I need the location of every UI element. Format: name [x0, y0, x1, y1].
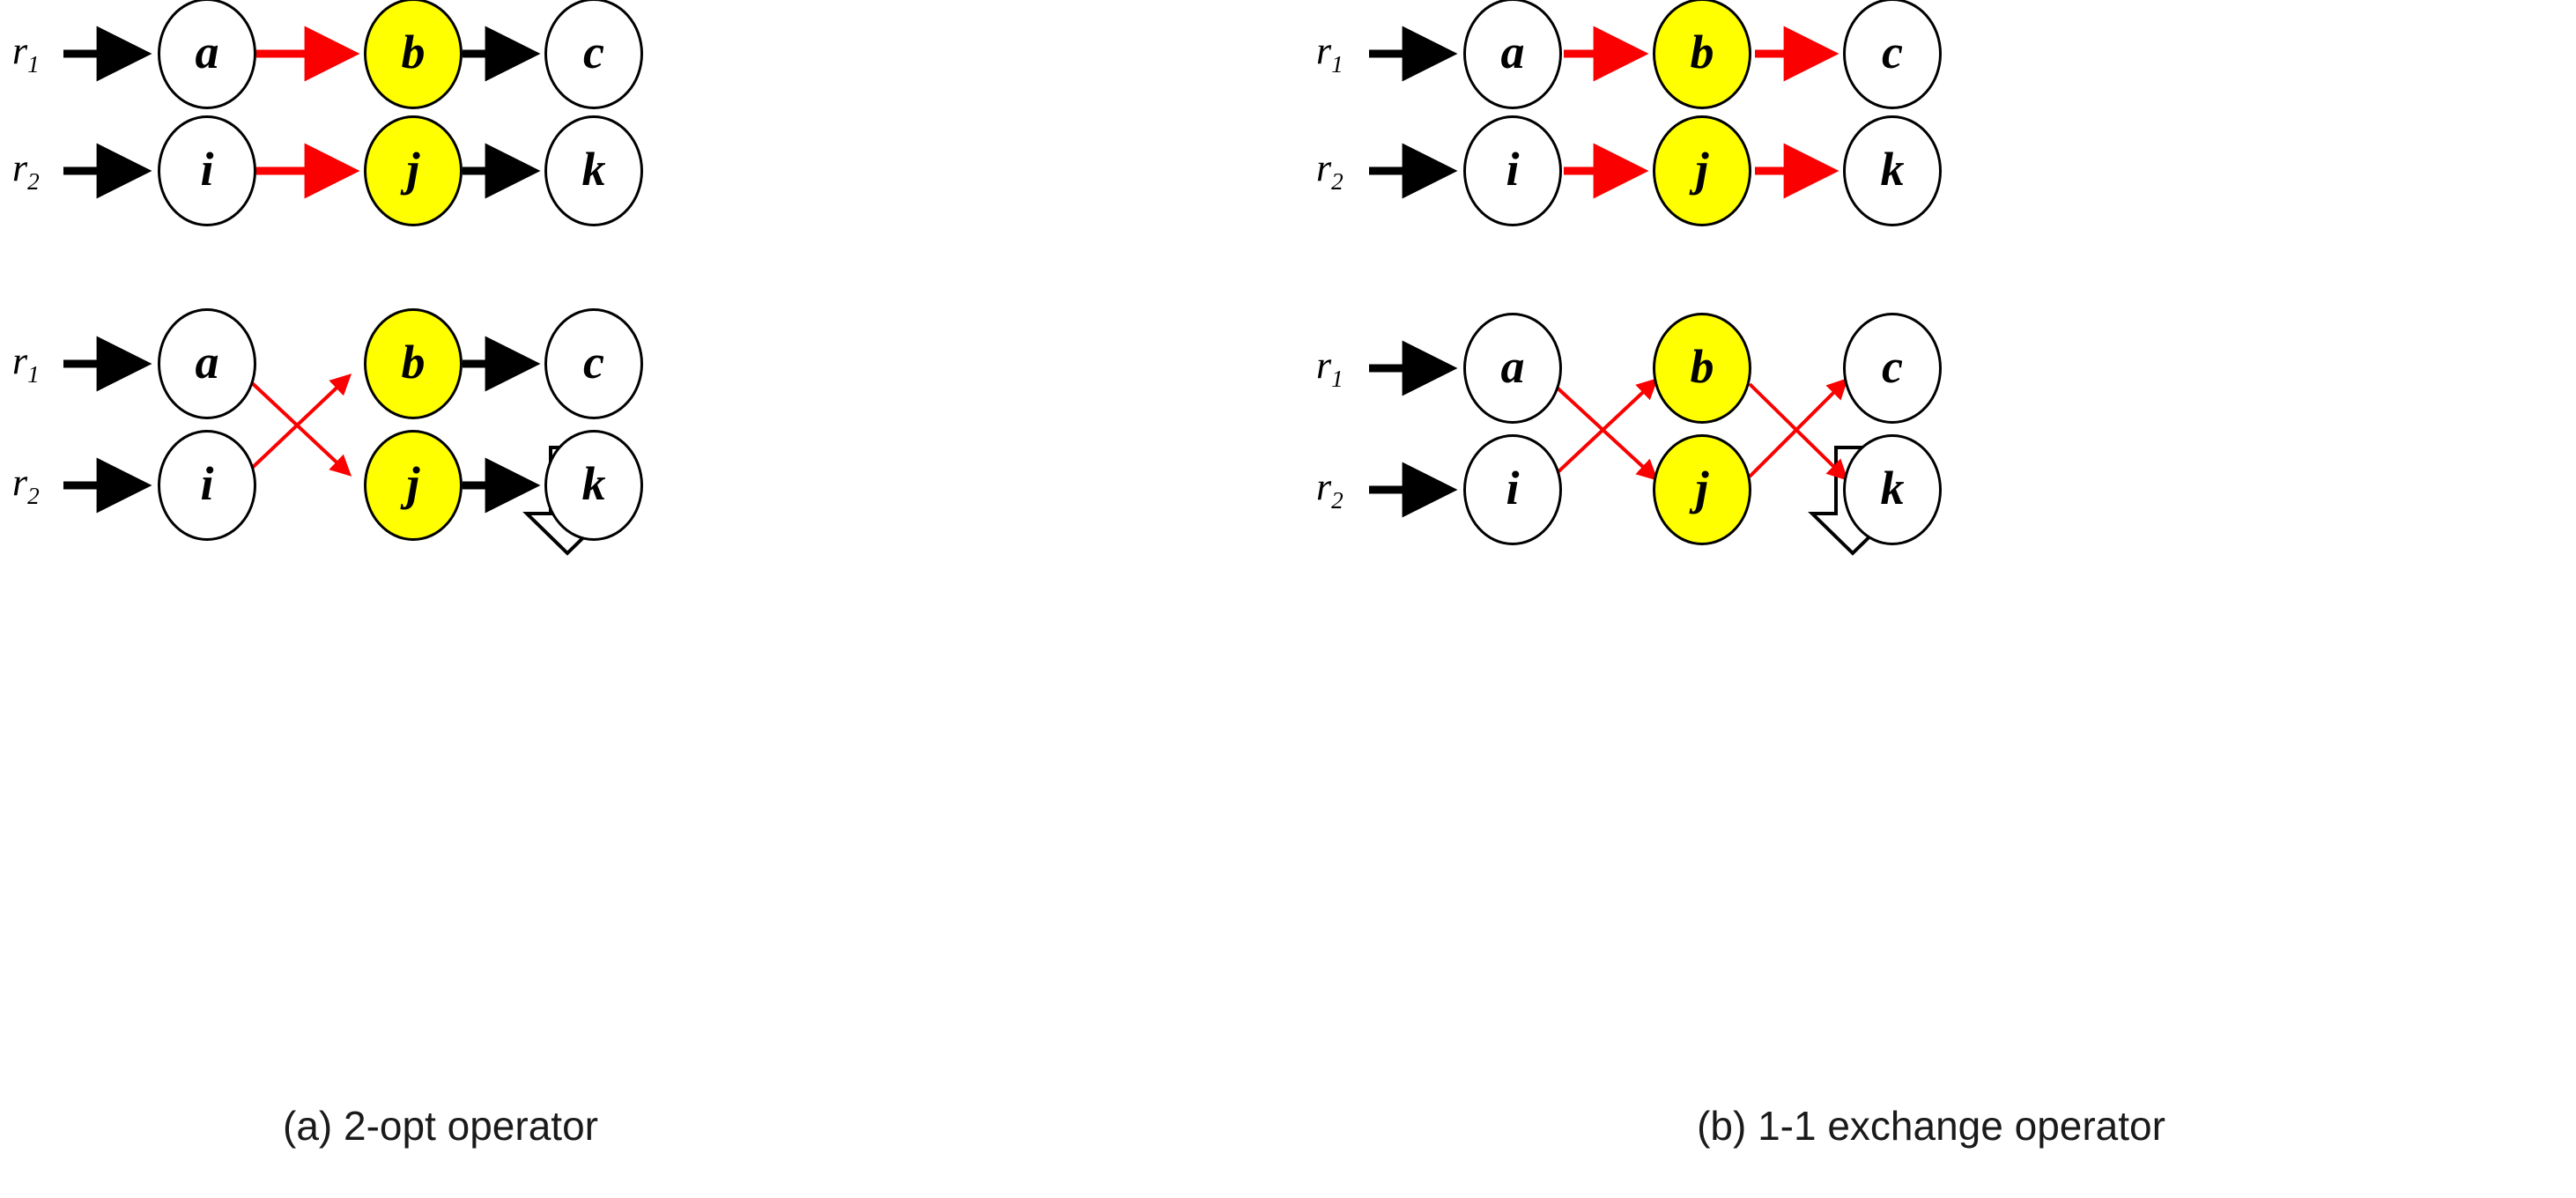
node-b-before[interactable]: b: [1653, 0, 1751, 109]
node-label: c: [583, 336, 604, 388]
node-i-before[interactable]: i: [1463, 115, 1562, 226]
node-label: b: [401, 336, 426, 388]
route-label-sub: 2: [27, 167, 40, 195]
node-j-after[interactable]: j: [364, 430, 463, 541]
route-label-sub: 2: [27, 482, 40, 509]
node-i-before[interactable]: i: [158, 115, 256, 226]
node-a-before[interactable]: a: [158, 0, 256, 109]
node-j-before[interactable]: j: [364, 115, 463, 226]
node-j-after[interactable]: j: [1653, 434, 1751, 545]
route-label-text: r: [1316, 29, 1332, 72]
route-label-r2-before: r2: [1316, 149, 1344, 194]
route-label-sub: 1: [27, 360, 40, 388]
node-a-after[interactable]: a: [1463, 313, 1562, 424]
node-label: a: [195, 336, 219, 388]
node-label: a: [1500, 26, 1525, 78]
node-j-before[interactable]: j: [1653, 115, 1751, 226]
route-label-sub: 2: [1331, 167, 1344, 195]
route-label-r2-before: r2: [12, 149, 40, 194]
node-b-after[interactable]: b: [364, 308, 463, 419]
route-label-sub: 1: [27, 50, 40, 78]
node-label: j: [406, 457, 420, 510]
route-label-r2-after: r2: [1316, 468, 1344, 513]
node-label: k: [1880, 462, 1905, 514]
route-label-text: r: [12, 339, 28, 382]
route-label-r1-before: r1: [12, 32, 40, 77]
route-label-sub: 1: [1331, 50, 1344, 78]
panel-2opt-operator: r1 r2 a b c i j k r1 r2: [12, 0, 643, 1149]
node-label: a: [195, 26, 219, 78]
node-c-after[interactable]: c: [544, 308, 643, 419]
node-label: c: [1882, 26, 1903, 78]
panel-caption-b: (b) 1-1 exchange operator: [1697, 1103, 2165, 1149]
node-label: c: [583, 26, 604, 78]
route-label-r1-before: r1: [1316, 32, 1344, 77]
node-c-before[interactable]: c: [544, 0, 643, 109]
node-k-after[interactable]: k: [1843, 434, 1942, 545]
node-a-after[interactable]: a: [158, 308, 256, 419]
node-a-before[interactable]: a: [1463, 0, 1562, 109]
node-c-after[interactable]: c: [1843, 313, 1942, 424]
node-label: b: [1690, 26, 1714, 78]
route-label-sub: 1: [1331, 365, 1344, 392]
route-label-text: r: [12, 146, 28, 189]
route-label-r2-after: r2: [12, 463, 40, 508]
node-label: b: [401, 26, 426, 78]
node-i-after[interactable]: i: [158, 430, 256, 541]
route-label-text: r: [1316, 344, 1332, 387]
node-k-before[interactable]: k: [544, 115, 643, 226]
node-c-before[interactable]: c: [1843, 0, 1942, 109]
node-label: c: [1882, 340, 1903, 393]
node-label: i: [1506, 462, 1520, 514]
node-i-after[interactable]: i: [1463, 434, 1562, 545]
node-label: i: [200, 143, 214, 196]
node-label: k: [581, 143, 606, 196]
cross-edge-i-to-b: [1551, 378, 1659, 478]
node-label: i: [1506, 143, 1520, 196]
route-label-r1-after: r1: [12, 342, 40, 387]
panel-1-1-exchange-operator: r1 r2 a b c i j k r1 r2: [1288, 0, 2576, 1198]
node-label: i: [200, 457, 214, 510]
route-label-text: r: [1316, 465, 1332, 508]
node-label: b: [1690, 340, 1714, 393]
node-b-before[interactable]: b: [364, 0, 463, 109]
route-label-sub: 2: [1331, 486, 1344, 514]
node-k-before[interactable]: k: [1843, 115, 1942, 226]
node-label: j: [1695, 462, 1709, 514]
route-label-text: r: [12, 29, 28, 72]
route-label-text: r: [1316, 146, 1332, 189]
node-label: k: [581, 457, 606, 510]
route-label-text: r: [12, 461, 28, 504]
panel-caption-a: (a) 2-opt operator: [283, 1103, 598, 1149]
node-label: j: [1695, 143, 1709, 196]
cross-edge-i-to-b: [246, 373, 352, 474]
node-b-after[interactable]: b: [1653, 313, 1751, 424]
cross-edge-j-to-c: [1748, 378, 1848, 478]
route-label-r1-after: r1: [1316, 346, 1344, 391]
node-label: a: [1500, 340, 1525, 393]
node-label: j: [406, 143, 420, 196]
node-label: k: [1880, 143, 1905, 196]
node-k-after[interactable]: k: [544, 430, 643, 541]
